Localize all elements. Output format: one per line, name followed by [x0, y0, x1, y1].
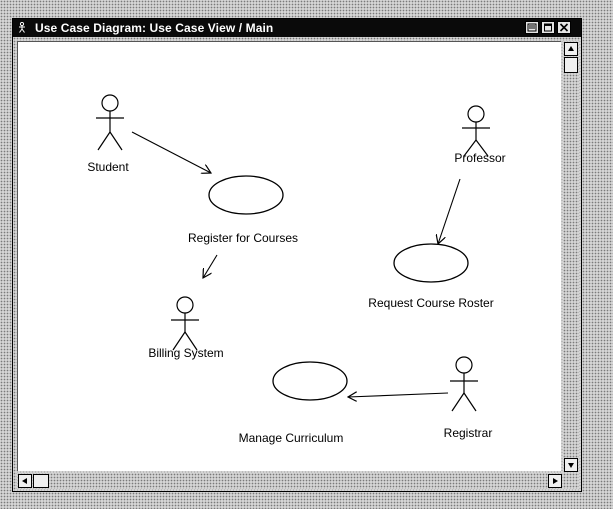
use-case-register[interactable]: [208, 175, 284, 215]
vertical-scroll-thumb[interactable]: [564, 57, 578, 73]
assoc-student-register[interactable]: [131, 131, 211, 173]
maximize-button[interactable]: [541, 21, 555, 34]
use-case-label-register: Register for Courses: [187, 231, 299, 245]
vertical-scrollbar[interactable]: [563, 41, 579, 473]
use-case-label-roster: Request Course Roster: [368, 296, 494, 310]
use-case-label-curriculum: Manage Curriculum: [238, 431, 344, 445]
diagram-window: Use Case Diagram: Use Case View / Main: [12, 18, 582, 492]
use-case-curriculum[interactable]: [272, 361, 348, 401]
use-case-roster[interactable]: [393, 243, 469, 283]
scroll-down-button[interactable]: [564, 458, 578, 472]
assoc-registrar-curriculum[interactable]: [348, 393, 449, 397]
close-icon: [559, 23, 569, 32]
window-title: Use Case Diagram: Use Case View / Main: [35, 21, 274, 35]
diagram-drawing: [96, 94, 490, 412]
horizontal-scroll-thumb[interactable]: [33, 474, 49, 488]
restore-button[interactable]: [525, 21, 539, 34]
actor-professor[interactable]: [462, 105, 490, 157]
close-button[interactable]: [557, 21, 571, 34]
actor-label-billing-system: Billing System: [148, 346, 224, 360]
arrow-up-icon: [568, 46, 574, 51]
diagram-canvas[interactable]: Student Professor Register for Courses R…: [17, 41, 561, 471]
arrow-down-icon: [568, 463, 574, 468]
actor-registrar[interactable]: [450, 356, 478, 412]
assoc-professor-roster[interactable]: [438, 178, 461, 244]
arrow-right-icon: [553, 478, 558, 484]
title-bar[interactable]: Use Case Diagram: Use Case View / Main: [13, 19, 581, 37]
restore-icon: [527, 23, 537, 32]
assoc-register-billing[interactable]: [203, 254, 218, 278]
actor-label-student: Student: [87, 160, 129, 174]
scroll-right-button[interactable]: [548, 474, 562, 488]
horizontal-scrollbar[interactable]: [17, 473, 563, 489]
arrow-left-icon: [22, 478, 27, 484]
scroll-corner: [563, 473, 579, 489]
scroll-up-button[interactable]: [564, 42, 578, 56]
scroll-left-button[interactable]: [18, 474, 32, 488]
maximize-icon: [544, 23, 552, 32]
actor-student[interactable]: [96, 94, 124, 151]
stick-figure-icon[interactable]: [17, 21, 27, 33]
actor-label-professor: Professor: [454, 151, 506, 165]
actor-label-registrar: Registrar: [443, 426, 493, 440]
actor-billing-system[interactable]: [171, 296, 199, 351]
